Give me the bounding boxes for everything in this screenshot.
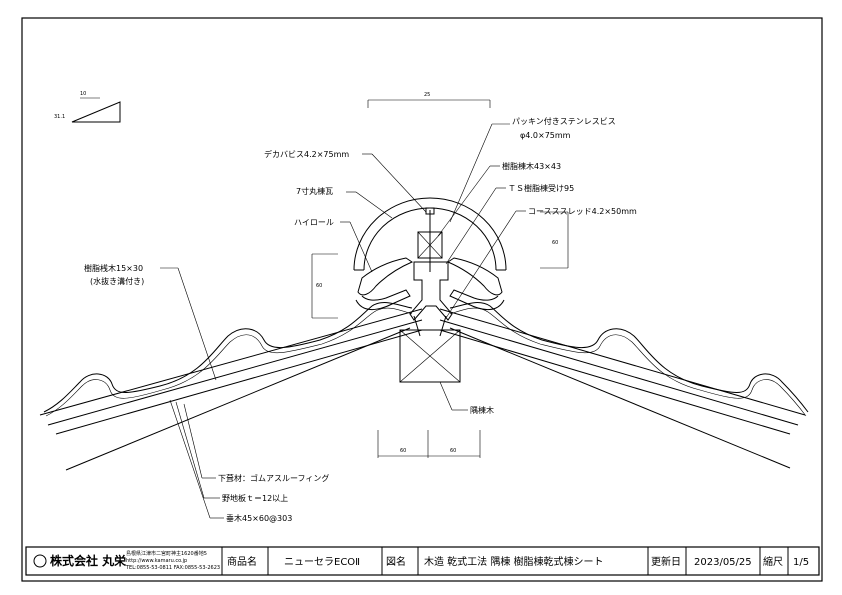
dim-top-text: 25 <box>424 92 430 98</box>
hip-wood-block <box>399 329 461 383</box>
update-date: 2023/05/25 <box>694 557 752 568</box>
scale-value: 1/5 <box>793 557 809 568</box>
product-label: 商品名 <box>227 555 257 568</box>
roof-tiles-right <box>449 302 809 417</box>
label-ridge-wood: 樹脂棟木43×43 <box>502 161 561 171</box>
drawing-label: 図名 <box>386 555 406 568</box>
company-logo-icon <box>33 554 47 568</box>
company-address: 島根県江津市二宮町神主1620番地5 <box>126 550 207 557</box>
dimension-left: 60 <box>311 253 338 319</box>
hiroll-left <box>355 257 414 310</box>
label-hip-wood: 隅棟木 <box>470 405 494 415</box>
slope-run-text: 10 <box>80 91 86 97</box>
scale-label: 縮尺 <box>763 555 783 568</box>
label-hiroll: ハイロール <box>294 218 334 227</box>
label-ts-support: ＴＳ樹脂棟受け95 <box>508 183 574 193</box>
dim-left-text: 60 <box>316 283 322 289</box>
label-underlay: 下葺材：ゴムアスルーフィング <box>218 473 329 483</box>
ts-ridge-support <box>409 261 453 321</box>
dimension-top: 25 <box>367 92 491 108</box>
drawing-frame <box>21 17 823 582</box>
dim-bottom-b-text: 60 <box>450 448 456 454</box>
roof-right-slope <box>439 308 806 469</box>
product-name: ニューセラECOⅡ <box>284 556 360 568</box>
title-block: 株式会社 丸栄 島根県江津市二宮町神主1620番地5 http://www.ka… <box>25 546 820 576</box>
drawing-title: 木造 乾式工法 隅棟 樹脂棟乾式棟シート <box>424 555 604 568</box>
label-batten-sub: (水抜き溝付き) <box>90 276 144 286</box>
hiroll-right <box>446 257 505 310</box>
label-coarse-thread: コースススレッド4.2×50mm <box>528 207 637 216</box>
roof-tiles-left <box>43 302 413 417</box>
date-label: 更新日 <box>651 555 681 568</box>
company-name: 株式会社 丸栄 <box>50 553 127 568</box>
company-url: http://www.kamaru.co.jp <box>126 558 187 564</box>
label-ridge-tile: 7寸丸棟瓦 <box>296 186 333 196</box>
slope-rise-text: 31.1 <box>54 114 65 120</box>
label-screw-size: φ4.0×75mm <box>520 131 571 140</box>
label-sheathing: 野地板ｔ＝12以上 <box>222 493 288 503</box>
coarse-screws <box>413 315 447 337</box>
roof-left-slope <box>39 308 423 471</box>
company-phone: TEL:0855-53-0811 FAX:0855-53-2623 <box>125 565 220 571</box>
dimension-bottom: 60 60 <box>377 430 481 458</box>
label-batten: 樹脂桟木15×30 <box>84 263 143 273</box>
label-screw-spec: パッキン付きステンレスビス <box>512 116 616 126</box>
dim-right-text: 60 <box>552 240 558 246</box>
dim-bottom-a-text: 60 <box>400 448 406 454</box>
leader-lines <box>160 123 526 519</box>
slope-indicator: 10 31.1 <box>54 91 121 123</box>
label-rafter: 垂木45×60@303 <box>226 513 292 523</box>
dimension-right: 60 <box>540 211 569 269</box>
label-dekaba-screw: デカバビス4.2×75mm <box>264 149 349 159</box>
